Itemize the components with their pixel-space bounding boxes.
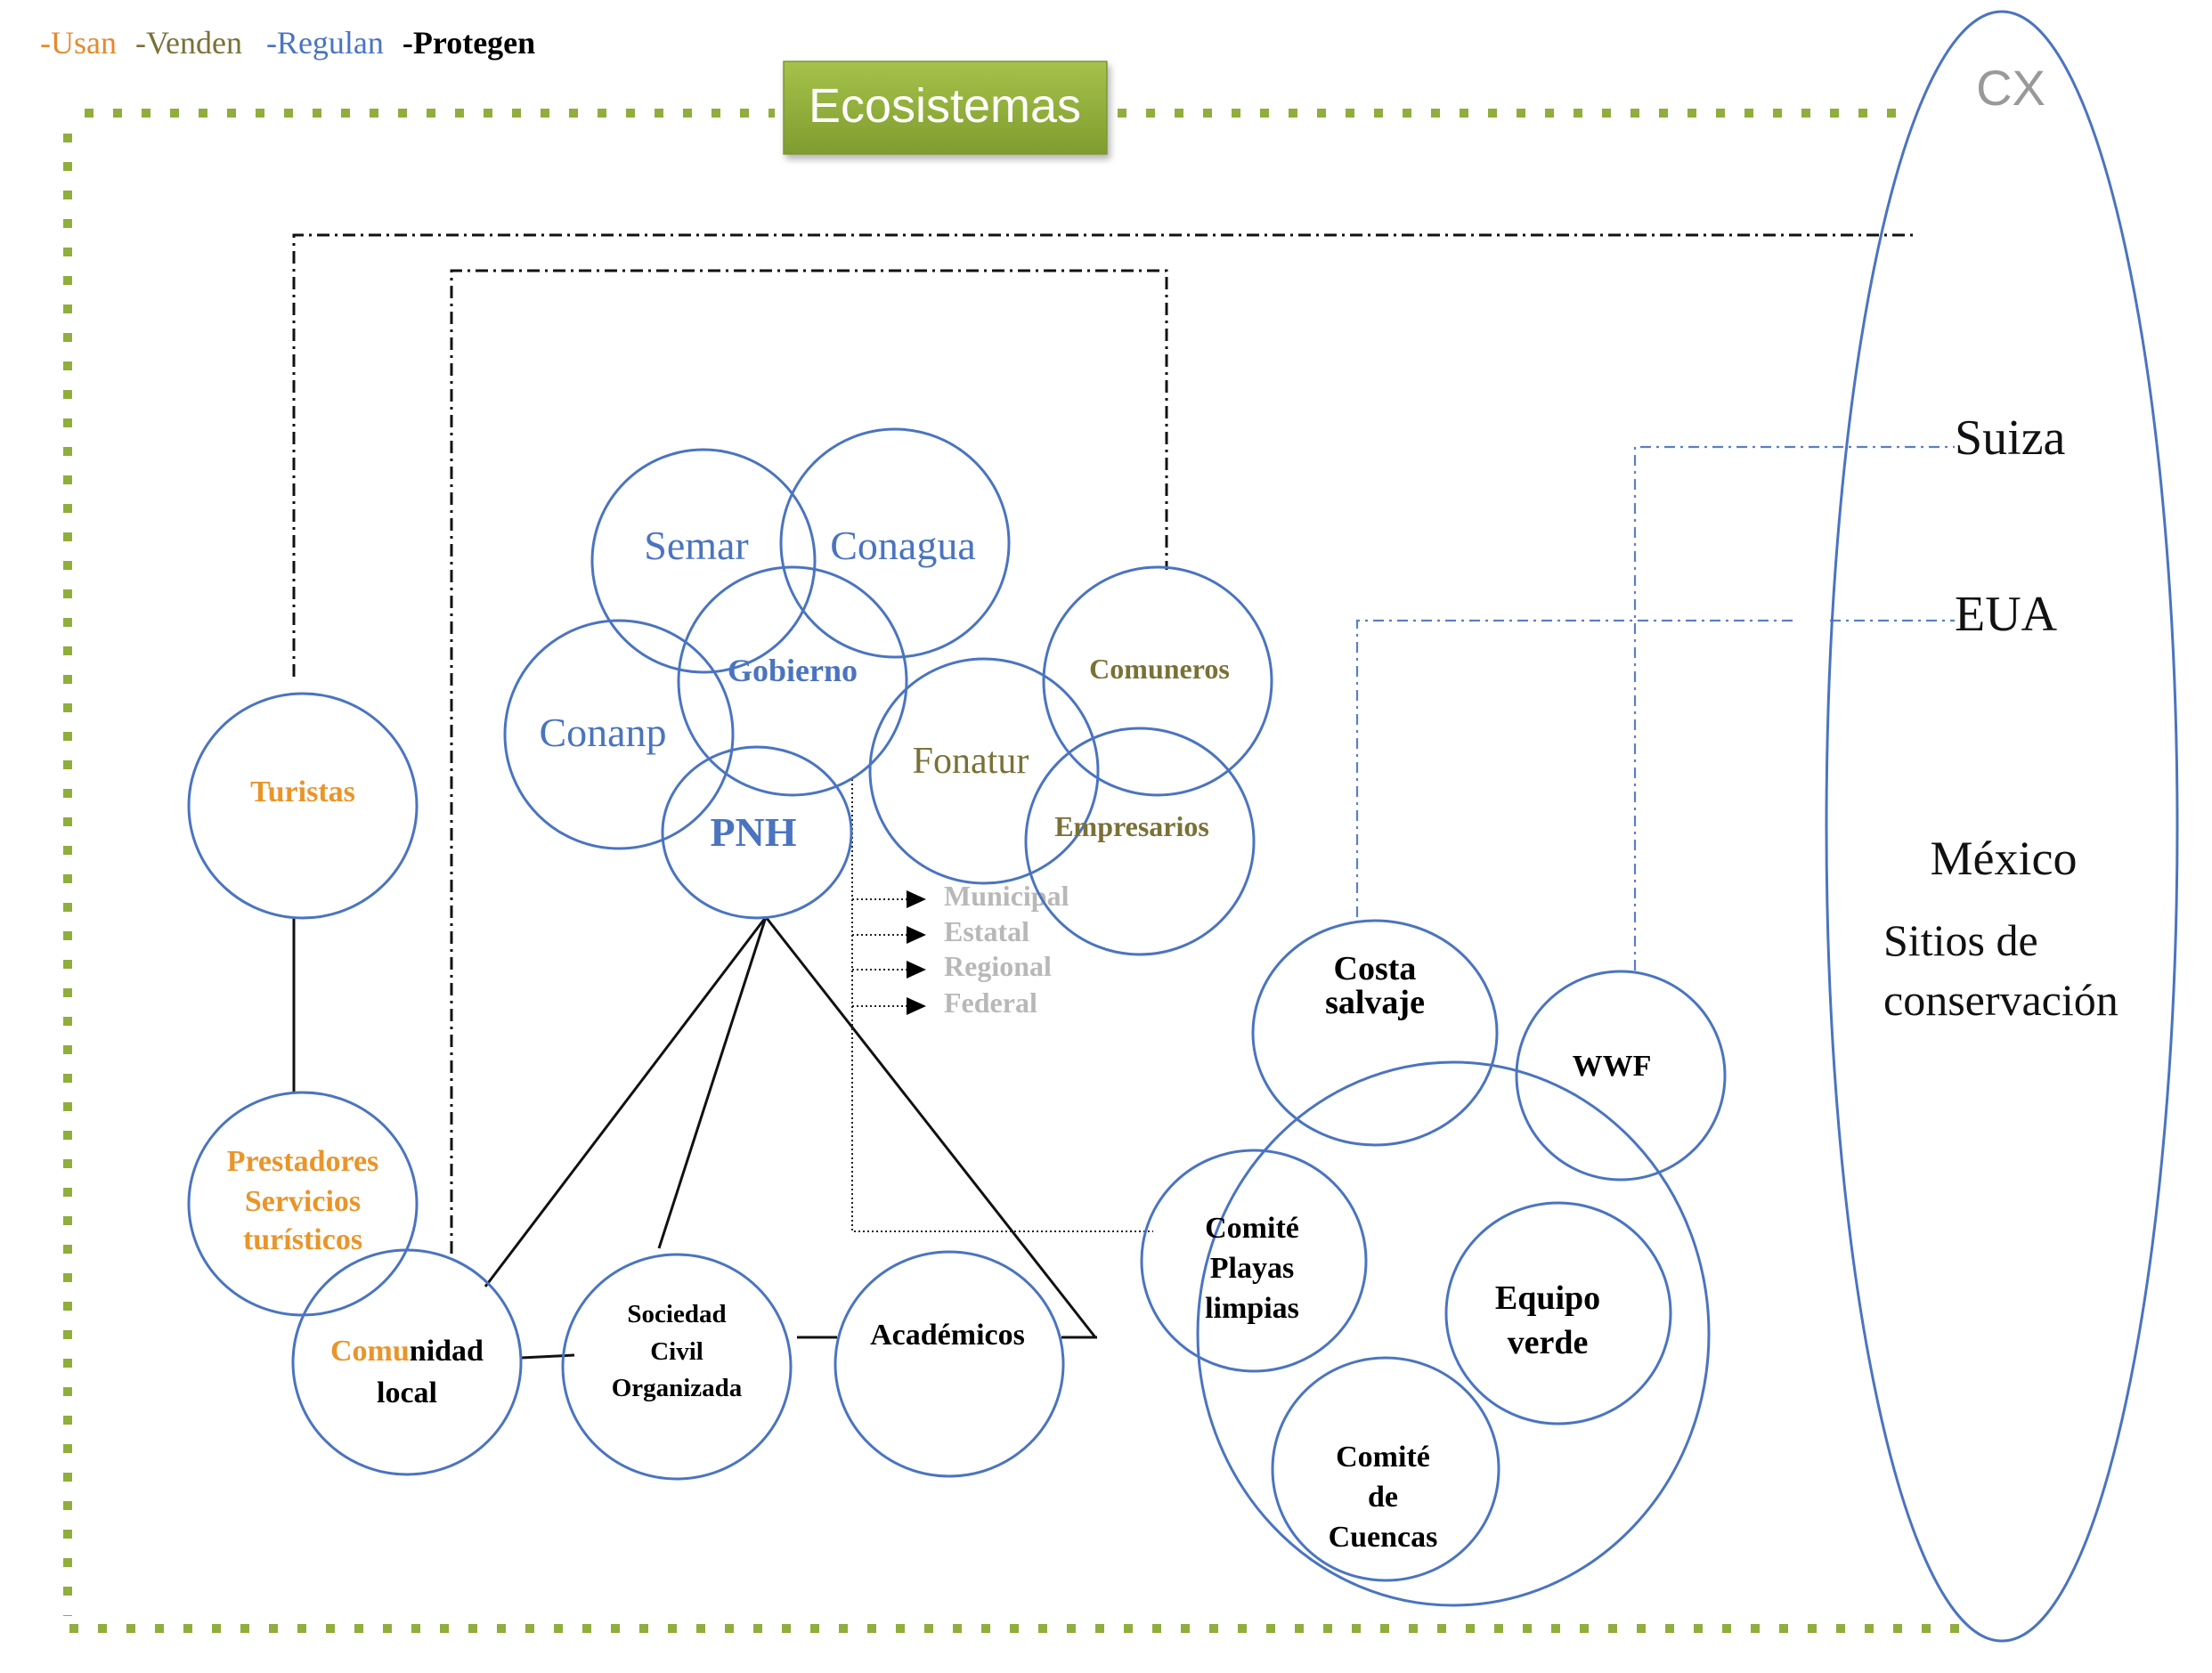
conservation-group-ellipse — [1196, 1060, 1711, 1607]
fonatur-node[interactable] — [868, 657, 1100, 885]
comite-playas-label-2: Playas — [1210, 1252, 1294, 1285]
empresarios-node[interactable] — [1024, 727, 1256, 956]
semar-node[interactable] — [590, 448, 817, 674]
comunidad-prefix: Comu — [330, 1335, 410, 1368]
equipo-verde-node[interactable] — [1444, 1201, 1672, 1425]
conagua-label: Conagua — [830, 523, 976, 568]
equipo-verde-label-2: verde — [1508, 1324, 1589, 1361]
academicos-node[interactable] — [834, 1250, 1065, 1478]
cx-label: CX — [1976, 60, 2045, 116]
pnh-comunidad-link — [484, 916, 768, 1287]
cx-ellipse — [1825, 10, 2179, 1643]
country-mexico: México — [1931, 832, 2078, 885]
level-municipal: Municipal — [944, 880, 1069, 912]
semar-label: Semar — [644, 523, 749, 568]
pnh-label: PNH — [710, 809, 796, 855]
comite-cuencas-label-2: de — [1368, 1481, 1398, 1514]
country-suiza: Suiza — [1955, 410, 2066, 466]
level-estatal: Estatal — [944, 915, 1029, 947]
arrow-icon — [907, 961, 926, 979]
wwf-node[interactable] — [1515, 970, 1727, 1182]
comunidad-label-2: local — [377, 1377, 437, 1409]
gobierno-label: Gobierno — [728, 653, 858, 688]
comuneros-node[interactable] — [1042, 565, 1273, 797]
costa-salvaje-node[interactable] — [1251, 919, 1499, 1147]
sitios-line-1: Sitios de — [1883, 915, 2038, 965]
ecosystem-frame — [63, 109, 1968, 1633]
prestadores-label-2: Servicios — [245, 1185, 361, 1218]
turistas-node[interactable] — [187, 692, 419, 920]
gobierno-node[interactable] — [677, 565, 908, 797]
outer-dashdot-bracket — [292, 233, 1916, 677]
costa-label-2: salvaje — [1325, 984, 1425, 1021]
sociedad-node[interactable] — [561, 1253, 793, 1481]
arrow-icon — [907, 926, 926, 944]
equipo-verde-label-1: Equipo — [1495, 1279, 1600, 1317]
pnh-node[interactable] — [661, 745, 853, 920]
wwf-label: WWF — [1573, 1050, 1652, 1083]
sitios-line-2: conservación — [1883, 975, 2118, 1025]
conanp-node[interactable] — [503, 619, 735, 850]
levels-list: Municipal Estatal Regional Federal — [944, 880, 1069, 1019]
country-eua: EUA — [1955, 587, 2058, 642]
costa-label-1: Costa — [1334, 950, 1417, 987]
comunidad-node[interactable] — [291, 1248, 523, 1476]
arrow-icon — [907, 997, 926, 1015]
pnh-comite-link — [764, 916, 1097, 1338]
levels-arrows — [852, 890, 926, 1015]
sociedad-label-3: Organizada — [612, 1374, 743, 1402]
comite-playas-label-1: Comité — [1205, 1212, 1299, 1245]
comuneros-label: Comuneros — [1089, 653, 1230, 685]
comite-cuencas-node[interactable] — [1271, 1356, 1500, 1582]
comite-playas-label-3: limpias — [1205, 1292, 1299, 1325]
fonatur-label: Fonatur — [913, 741, 1029, 782]
empresarios-label: Empresarios — [1054, 810, 1209, 842]
arrow-icon — [907, 890, 926, 908]
costa-eua-connector — [1355, 619, 1794, 917]
comite-cuencas-label-1: Comité — [1336, 1441, 1430, 1474]
prestadores-label-3: turísticos — [243, 1223, 362, 1256]
legend-usan: -Usan — [40, 25, 117, 61]
legend-venden: -Venden — [135, 25, 242, 61]
sociedad-label-2: Civil — [650, 1337, 703, 1366]
comite-cuencas-label-3: Cuencas — [1329, 1521, 1438, 1554]
pnh-sociedad-link — [657, 916, 768, 1249]
ecosistemas-box — [783, 61, 1108, 155]
ecosistemas-title: Ecosistemas — [809, 79, 1081, 133]
level-federal: Federal — [944, 987, 1037, 1019]
comunidad-sociedad-link — [520, 1353, 575, 1360]
prestadores-label-1: Prestadores — [227, 1145, 379, 1178]
wwf-suiza-connector — [1633, 445, 1955, 971]
academicos-label: Académicos — [870, 1319, 1025, 1352]
comite-playas-node[interactable] — [1140, 1149, 1368, 1373]
legend-protegen: -Protegen — [403, 25, 535, 61]
comunidad-label-1: Comunidad — [330, 1335, 484, 1368]
turistas-label: Turistas — [250, 776, 355, 808]
legend-regulan: -Regulan — [266, 25, 384, 61]
sociedad-label-1: Sociedad — [627, 1300, 726, 1328]
legend: -Usan -Venden -Regulan -Protegen — [40, 25, 535, 61]
conanp-label: Conanp — [539, 710, 666, 755]
level-regional: Regional — [944, 950, 1052, 982]
ecosistemas-header: Ecosistemas — [783, 61, 1108, 155]
conagua-node[interactable] — [779, 427, 1011, 659]
inner-dashdot-bracket — [450, 269, 1168, 1254]
comunidad-suffix: nidad — [410, 1335, 484, 1368]
